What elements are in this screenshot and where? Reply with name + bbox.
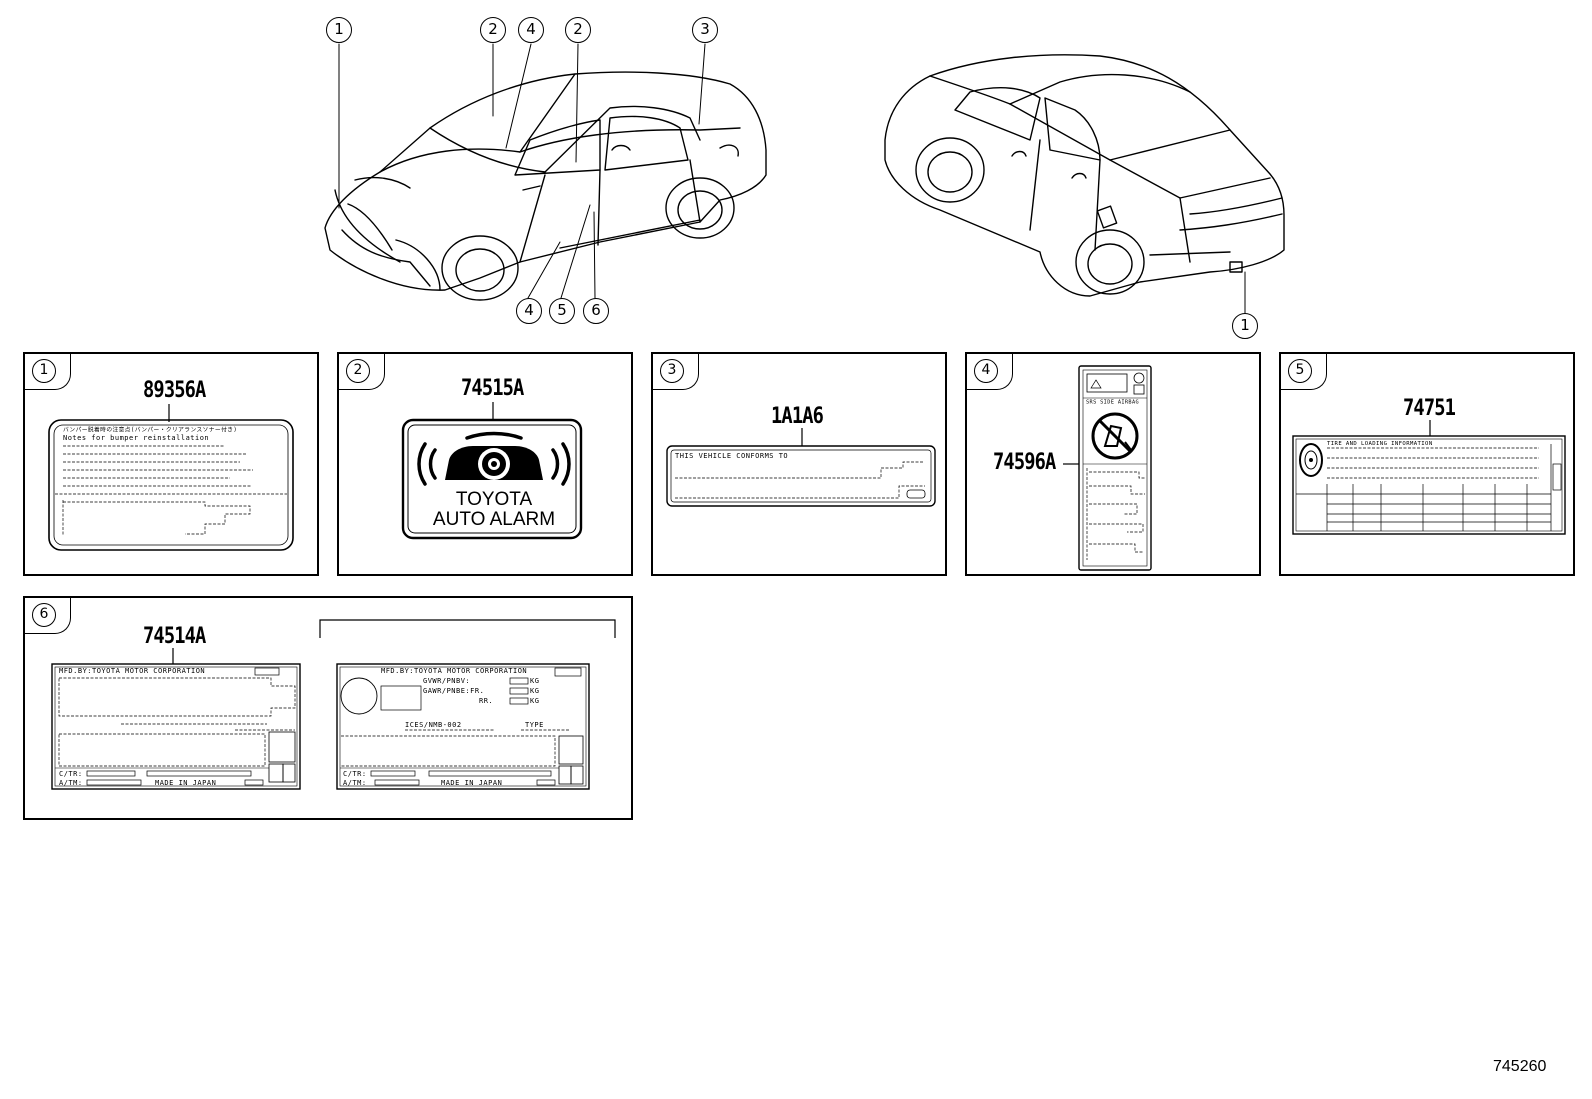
mfd-text-left: MFD.BY:TOYOTA MOTOR CORPORATION	[59, 667, 206, 675]
srs-side-airbag-text: SRS SIDE AIRBAG	[1086, 399, 1140, 405]
part-number: 1A1A6	[771, 404, 824, 429]
type-text: TYPE	[525, 721, 544, 729]
callout-front-3: 3	[692, 17, 718, 43]
panel-5: 5 74751 TIRE AN	[1279, 352, 1575, 576]
rr-text: RR.	[479, 697, 494, 705]
front-view-car	[324, 71, 767, 301]
callout-front-6: 6	[583, 298, 609, 324]
kg-text-2: KG	[530, 687, 540, 695]
panel-tab: 4	[967, 354, 1013, 390]
kg-text-1: KG	[530, 677, 540, 685]
tire-icon	[1299, 443, 1323, 477]
figure-number: 745260	[1493, 1058, 1547, 1075]
made-in-japan-left: MADE IN JAPAN	[155, 779, 217, 787]
callout-front-2a: 2	[480, 17, 506, 43]
callout-front-4b: 4	[516, 298, 542, 324]
mfd-text-right: MFD.BY:TOYOTA MOTOR CORPORATION	[381, 667, 528, 675]
panel-2: 2 74515A TOYOTA AUTO ALARM	[337, 352, 633, 576]
tire-loading-text: TIRE AND LOADING INFORMATION	[1327, 440, 1433, 447]
atm-text-right: A/TM:	[343, 779, 367, 787]
gawr-text: GAWR/PNBE:FR.	[423, 687, 485, 695]
kg-text-3: KG	[530, 697, 540, 705]
alarm-label-line1: TOYOTA	[455, 489, 533, 510]
label-74751-drawing	[1292, 420, 1566, 535]
car-alarm-icon	[445, 446, 543, 480]
part-number: 74596A	[993, 450, 1056, 475]
panel-number: 1	[32, 359, 56, 383]
label-74514a-drawing	[51, 619, 616, 790]
label-1a1a6-drawing	[666, 428, 936, 507]
label-74596a-drawing	[1063, 365, 1152, 571]
panel-number: 2	[346, 359, 370, 383]
panel-number: 6	[32, 603, 56, 627]
panel-number: 5	[1288, 359, 1312, 383]
panel-tab: 1	[25, 354, 71, 390]
part-number: 74515A	[461, 376, 524, 401]
part-number: 74514A	[143, 624, 206, 649]
panel-number: 4	[974, 359, 998, 383]
callout-front-2b: 2	[565, 17, 591, 43]
ctr-text-right: C/TR:	[343, 770, 367, 778]
atm-text-left: A/TM:	[59, 779, 83, 787]
label-line-jp: バンパー脱着時の注意点(バンパー・クリアランスソナー付き)	[63, 426, 238, 434]
label-conforms-text: THIS VEHICLE CONFORMS TO	[675, 452, 789, 460]
front-leader-lines	[338, 43, 706, 299]
label-74515a-drawing	[401, 402, 583, 540]
callout-rear-1: 1	[1232, 313, 1258, 339]
ices-text: ICES/NMB-002	[405, 721, 462, 729]
panel-4: 4 74596A SRS SIDE AIRBAG	[965, 352, 1261, 576]
part-number: 89356A	[143, 378, 206, 403]
panel-3: 3 1A1A6 THIS VEHICLE CONFORMS TO	[651, 352, 947, 576]
panel-number: 3	[660, 359, 684, 383]
label-line-en: Notes for bumper reinstallation	[63, 434, 210, 442]
panel-1: 1 89356A バンパー脱着時の注意点(バンパー・クリアランスソナー付き) N…	[23, 352, 319, 576]
callout-front-4a: 4	[518, 17, 544, 43]
part-number: 74751	[1403, 396, 1456, 421]
no-child-seat-icon	[1091, 412, 1139, 460]
panel-tab: 6	[25, 598, 71, 634]
rear-view-car	[884, 54, 1285, 297]
panel-6: 6 74514A	[23, 596, 633, 820]
alarm-label-line2: AUTO ALARM	[432, 509, 556, 530]
label-89356a-drawing	[48, 404, 294, 551]
made-in-japan-right: MADE IN JAPAN	[441, 779, 503, 787]
gvwr-text: GVWR/PNBV:	[423, 677, 471, 685]
panel-tab: 3	[653, 354, 699, 390]
callout-front-1: 1	[326, 17, 352, 43]
panel-tab: 5	[1281, 354, 1327, 390]
callout-front-5: 5	[549, 298, 575, 324]
ctr-text-left: C/TR:	[59, 770, 83, 778]
panel-tab: 2	[339, 354, 385, 390]
